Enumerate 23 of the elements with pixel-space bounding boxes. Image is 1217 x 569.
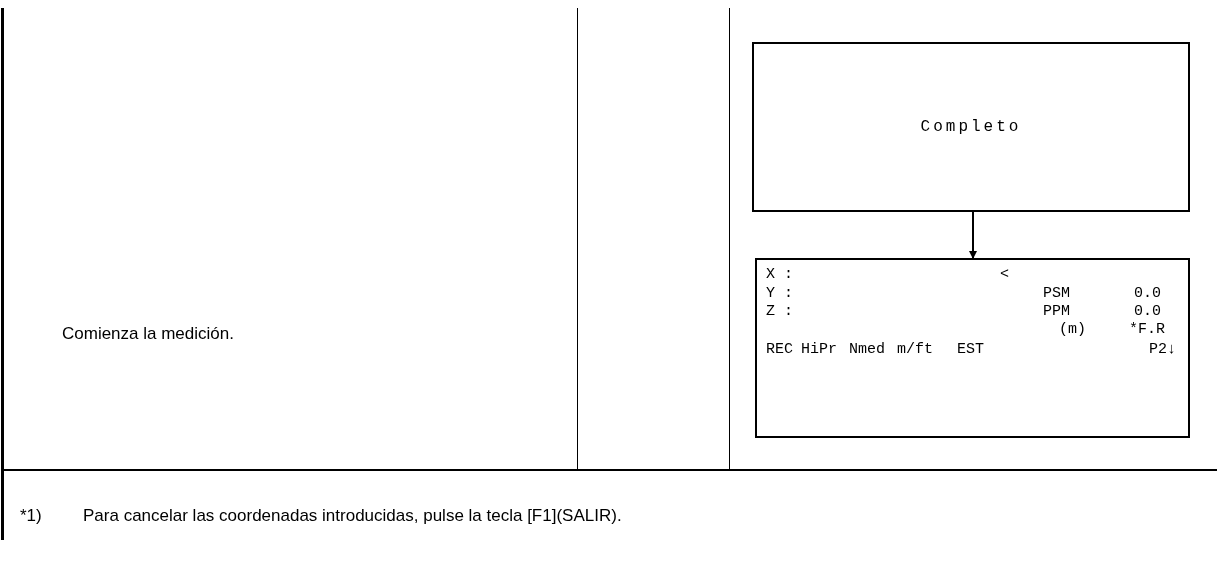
display-text: REC — [766, 341, 793, 359]
display-text: m/ft — [897, 341, 933, 359]
description-text: Comienza la medición. — [62, 324, 234, 344]
display-text: 0.0 — [1134, 303, 1161, 321]
display-text: HiPr — [801, 341, 837, 359]
display-text: Nmed — [849, 341, 885, 359]
display-text: Y : — [766, 285, 793, 303]
display-text: Z : — [766, 303, 793, 321]
display-text: PPM — [1043, 303, 1070, 321]
display-text: 0.0 — [1134, 285, 1161, 303]
display-text: X : — [766, 266, 793, 284]
display-text: P2↓ — [1149, 341, 1176, 359]
display-text: (m) — [1059, 321, 1086, 339]
display-text: PSM — [1043, 285, 1070, 303]
arrow — [969, 211, 977, 259]
display-text: EST — [957, 341, 984, 359]
footnote-number: *1) — [20, 506, 42, 526]
message-text: Completo — [920, 118, 1022, 136]
display-text: *F.R — [1129, 321, 1165, 339]
footnote-text: Para cancelar las coordenadas introducidas, pulse la tecla [F1](SALIR). — [83, 506, 622, 526]
display-text: < — [1000, 266, 1009, 284]
message-box — [752, 42, 1190, 212]
display-screen — [755, 258, 1190, 438]
